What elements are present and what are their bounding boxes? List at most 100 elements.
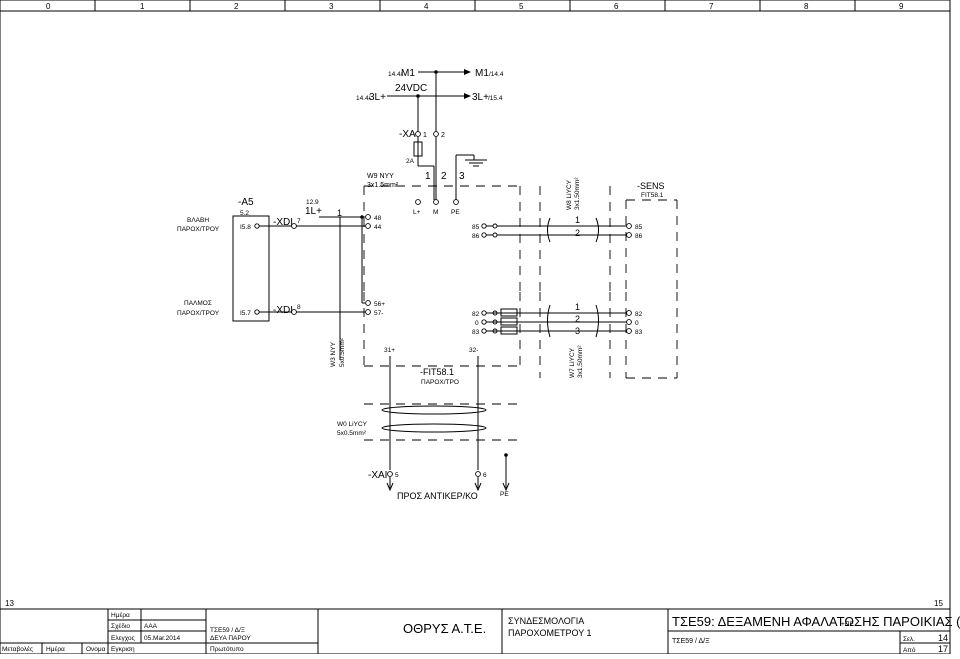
xai-terminal-6[interactable] (475, 471, 481, 477)
fit-terminal-lplus[interactable] (415, 199, 421, 205)
pe-label: PE (500, 491, 509, 498)
l1-ref: 12.9 (306, 199, 319, 206)
fit-terminal-m[interactable] (433, 199, 439, 205)
xai-terminal-5-label: 5 (395, 472, 399, 479)
w7-core-3: 3 (575, 326, 580, 336)
xa-terminal-1-label: 1 (423, 132, 427, 139)
xai-terminal-6-label: 6 (483, 472, 487, 479)
w7-cable-spec: 3x1.50mm² (577, 345, 584, 378)
power-rails: 14.4/ M1 M1 /14.4 24VDC 14.4/ 3L+ 3L+ /1… (356, 68, 504, 134)
previous-page: 13 (5, 599, 14, 608)
xa-terminal-2[interactable] (433, 131, 439, 137)
sens-terminal-83[interactable] (626, 328, 632, 334)
tb-main-title: ΤΣΕ59: ΔΕΞΑΜΕΝΗ ΑΦΑΛΑΤΩΣΗΣ ΠΑΡΟΙΚΙΑΣ (ΜΕ (672, 614, 960, 629)
next-page: 15 (934, 599, 943, 608)
fit-terminal-57[interactable] (365, 309, 371, 315)
fit-sublabel: ΠΑΡΟΧ/ΤΡΟ (421, 379, 459, 386)
fit-terminal-31-label: 31+ (384, 347, 395, 354)
column-0: 0 (46, 2, 51, 11)
fit-terminal-56-label: 56+ (374, 301, 385, 308)
destination-label: ΠΡΟΣ ΑΝΤΙΚΕΡ/ΚΟ (397, 491, 478, 501)
tb-hidden-tag: +ΠΕ (841, 621, 854, 628)
fit-terminal-86[interactable] (481, 232, 487, 238)
w0-cable-name: W0 LiYCY (337, 421, 368, 428)
fit-terminal-83[interactable] (481, 328, 487, 334)
fit-terminal-56[interactable] (365, 300, 371, 306)
m1-dest-ref: /14.4 (489, 71, 504, 78)
w9-core-3: 3 (459, 171, 465, 182)
xdi-terminal-7[interactable] (291, 223, 297, 229)
sens-terminal-0[interactable] (626, 319, 632, 325)
l1-one: 1 (337, 208, 342, 218)
fit-terminal-lplus-label: L+ (413, 209, 421, 216)
xai-arrow-5-icon (386, 482, 394, 492)
xai-arrow-6-icon (474, 482, 482, 492)
fit-terminal-85-label: 85 (472, 224, 480, 231)
fit-label: -FIT58.1 (420, 367, 454, 377)
pulse-label-2: ΠΑΡΟΧ/ΤΡΟΥ (177, 310, 220, 317)
pe-arrow-icon (502, 482, 510, 492)
a5-label: -A5 (238, 197, 254, 208)
w0-shield-top (381, 405, 487, 415)
fit-terminal-83-label: 83 (472, 329, 480, 336)
xai-terminal-5[interactable] (387, 471, 393, 477)
xdi-label-2: -XDI (273, 305, 293, 316)
xai-label: -XAI (368, 470, 387, 481)
l3-dest-label: 3L+ (472, 92, 489, 103)
fit-terminal-48[interactable] (365, 214, 371, 220)
tb-design-value: AAA (144, 623, 158, 630)
a5-box (232, 215, 270, 322)
w9-cable-spec: 3x1.5mm² (367, 182, 399, 189)
xa-terminal-1[interactable] (415, 131, 421, 137)
tb-original-label: Πρωτότυπο (210, 645, 244, 653)
fit-terminal-57-label: 57- (374, 310, 383, 317)
tb-code: ΤΣΕ59 / Δ/Ξ (672, 638, 710, 645)
tb-design-label: Σχέδιο (111, 622, 130, 630)
xdi-terminal-8[interactable] (291, 309, 297, 315)
xdi-terminal-8-label: 8 (297, 304, 301, 311)
tb-check-date: 05.Mar.2014 (144, 635, 181, 642)
tb-page-value: 14 (938, 633, 948, 643)
xa-terminal-2-label: 2 (441, 132, 445, 139)
fit-terminal-44[interactable] (365, 223, 371, 229)
column-9: 9 (899, 2, 904, 11)
xdi-label-1: -XDI (273, 217, 293, 228)
sens-terminal-86[interactable] (626, 232, 632, 238)
w8-cable-name: W8 LiYCY (566, 179, 573, 210)
sens-terminal-83-label: 83 (635, 329, 643, 336)
sens-terminal-85[interactable] (626, 223, 632, 229)
w8-cable-spec: 3x1.50mm² (574, 177, 581, 210)
tb-subject-1: ΣΥΝΔΕΣΜΟΛΟΓΙΑ (508, 616, 584, 626)
xdi-terminal-7-label: 7 (297, 218, 301, 225)
tb-project-code: ΤΣΕ59 / Δ/Ξ (210, 627, 245, 634)
fit-terminal-82[interactable] (481, 310, 487, 316)
fit-right-terminals-top: 85 86 (472, 217, 627, 243)
w3-cable-name: W3 NYY (330, 341, 337, 367)
column-6: 6 (614, 2, 619, 11)
fit-terminal-0[interactable] (481, 319, 487, 325)
w0-cable: W0 LiYCY 5x0.5mm² (337, 366, 520, 470)
input-i58: I5.8 (240, 224, 251, 231)
l3-dest-ref: /15.4 (488, 95, 503, 102)
sens-terminal-82[interactable] (626, 310, 632, 316)
tb-of-value: 17 (938, 644, 948, 654)
fault-label: ΒΛΑΒΗ (187, 217, 209, 224)
w3-cable: W3 NYY 5x0.5mm² (330, 337, 346, 367)
w0-shield-bottom (381, 423, 487, 433)
fit-terminal-32-label: 32- (469, 347, 478, 354)
column-5: 5 (519, 2, 524, 11)
fit-terminal-pe[interactable] (453, 199, 459, 205)
w8-cable: W8 LiYCY 3x1.50mm² 1 2 (539, 177, 611, 292)
l3-source-ref: 14.4/ (356, 95, 371, 102)
w8-core-1: 1 (575, 215, 580, 225)
xa-terminal-group: -XA 1 2 2A (399, 129, 487, 200)
tb-check-label: Ελεγχος (111, 635, 135, 642)
fit-terminal-0-label: 0 (475, 320, 479, 327)
fit-terminal-85[interactable] (481, 223, 487, 229)
tb-name-label: Ονομα (86, 646, 106, 653)
l1-label: 1L+ (305, 206, 322, 217)
tb-page-label: Σελ. (903, 636, 915, 643)
